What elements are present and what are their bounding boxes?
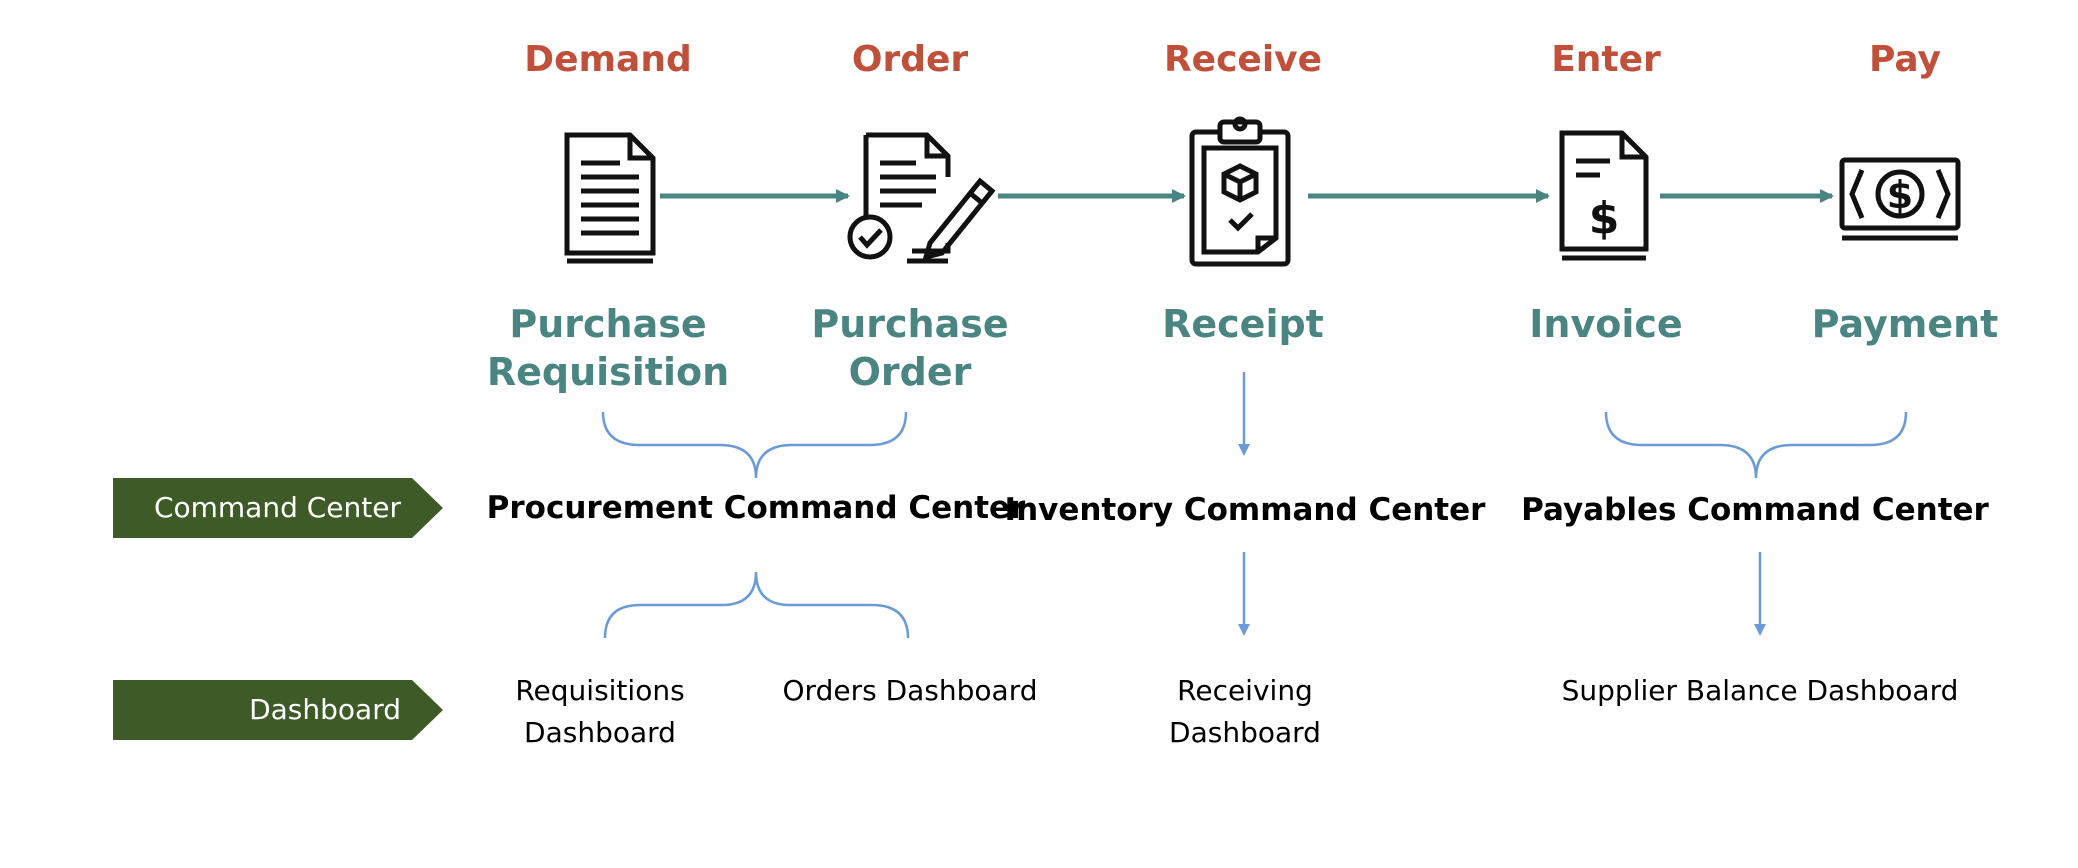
- payables-command-center: Payables Command Center: [1521, 492, 1989, 528]
- svg-text:$: $: [1589, 193, 1620, 244]
- receiving-dashboard: Receiving Dashboard: [1169, 674, 1321, 749]
- command-center-tag-shape: [113, 478, 443, 538]
- doc-label-receipt: Receipt: [1162, 302, 1324, 346]
- stage-label-order: Order: [851, 39, 969, 80]
- svg-text:$: $: [1887, 173, 1913, 217]
- signed-document-icon: [847, 132, 996, 264]
- clipboard-package-icon: [1189, 116, 1291, 267]
- row-tag-command-center-label: Command Center: [153, 491, 401, 524]
- requisitions-dashboard: Requisitions Dashboard: [515, 674, 685, 749]
- invoice-dollar-icon: $: [1559, 130, 1649, 261]
- brace-payables-top: [1604, 411, 1908, 479]
- doc-label-invoice: Invoice: [1529, 302, 1683, 346]
- banknote-icon: $: [1839, 157, 1961, 241]
- doc-label-payment: Payment: [1811, 302, 1999, 346]
- orders-dashboard: Orders Dashboard: [782, 674, 1038, 707]
- doc-label-purchase-order: Purchase Order: [811, 302, 1009, 394]
- doc-label-purchase-requisition: Purchase Requisition: [486, 302, 730, 394]
- brace-procurement-top: [601, 411, 908, 479]
- connectors: [601, 372, 1908, 639]
- dashboard-tag-shape: [113, 680, 443, 740]
- stage-label-pay: Pay: [1868, 39, 1942, 80]
- document-icon: [564, 132, 656, 264]
- row-tag-dashboard: Dashboard: [113, 680, 443, 740]
- stage-label-receive: Receive: [1163, 39, 1323, 80]
- inventory-command-center: Inventory Command Center: [1004, 492, 1486, 528]
- supplier-balance-dashboard: Supplier Balance Dashboard: [1561, 674, 1959, 707]
- stage-label-demand: Demand: [524, 39, 692, 80]
- row-tag-dashboard-label: Dashboard: [249, 693, 401, 726]
- procurement-command-center: Procurement Command Center: [486, 490, 1026, 526]
- stage-label-enter: Enter: [1551, 39, 1661, 80]
- brace-procurement-bottom: [603, 571, 910, 639]
- row-tag-command-center: Command Center: [113, 478, 443, 538]
